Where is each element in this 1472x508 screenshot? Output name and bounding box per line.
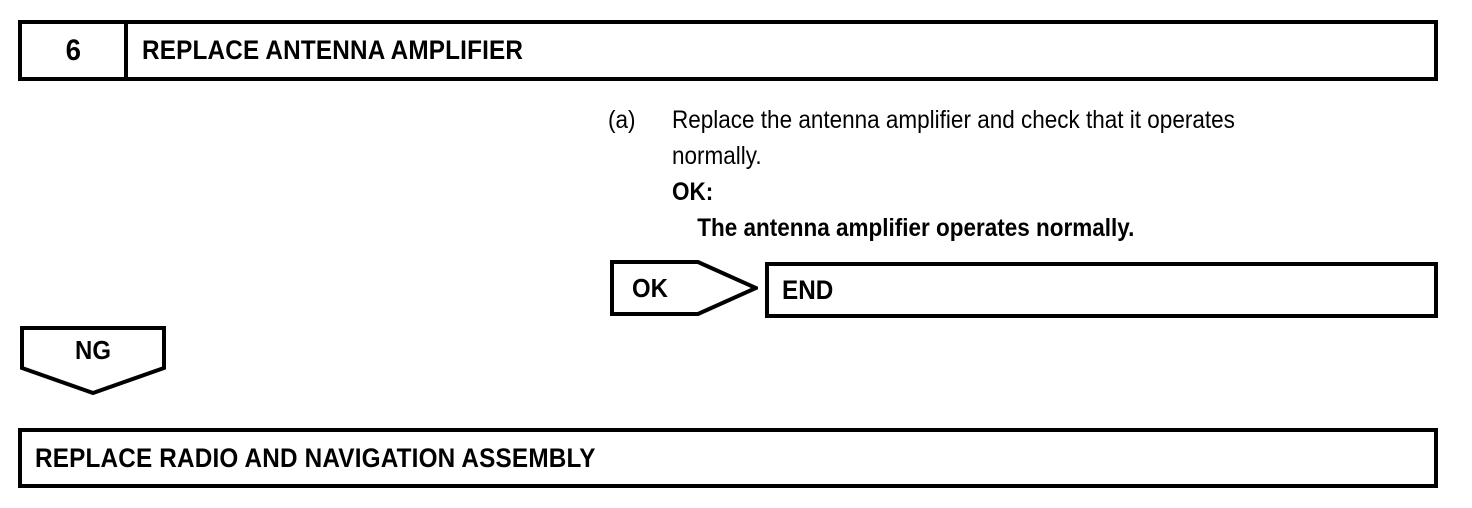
procedure-criterion-label: OK: bbox=[672, 178, 714, 206]
step-number-cell: 6 bbox=[22, 24, 128, 77]
step-title-cell: REPLACE ANTENNA AMPLIFIER bbox=[128, 24, 1434, 77]
ng-arrow-shape bbox=[20, 326, 166, 396]
judgement-ok-arrow: OK bbox=[610, 260, 758, 316]
next-action-label: REPLACE RADIO AND NAVIGATION ASSEMBLY bbox=[35, 442, 596, 473]
procedure-body: Replace the antenna amplifier and check … bbox=[672, 102, 1436, 246]
end-label: END bbox=[782, 274, 834, 305]
procedure-line-2: normally. bbox=[672, 142, 762, 170]
step-title: REPLACE ANTENNA AMPLIFIER bbox=[142, 35, 524, 65]
judgement-ok-label: OK bbox=[632, 273, 668, 303]
procedure-marker: (a) bbox=[608, 106, 636, 134]
procedure-criterion-text: The antenna amplifier operates normally. bbox=[697, 214, 1135, 242]
step-number: 6 bbox=[65, 33, 81, 67]
procedure-block: (a) Replace the antenna amplifier and ch… bbox=[608, 102, 1436, 246]
step-header-box: 6 REPLACE ANTENNA AMPLIFIER bbox=[18, 20, 1438, 81]
ok-arrow-shape bbox=[610, 260, 758, 316]
procedure-row: (a) Replace the antenna amplifier and ch… bbox=[608, 102, 1436, 246]
end-result-box: END bbox=[765, 262, 1438, 318]
next-action-box: REPLACE RADIO AND NAVIGATION ASSEMBLY bbox=[18, 428, 1438, 488]
judgement-ng-label: NG bbox=[75, 335, 111, 365]
judgement-ng-arrow: NG bbox=[20, 326, 166, 396]
procedure-line-1: Replace the antenna amplifier and check … bbox=[672, 106, 1235, 134]
